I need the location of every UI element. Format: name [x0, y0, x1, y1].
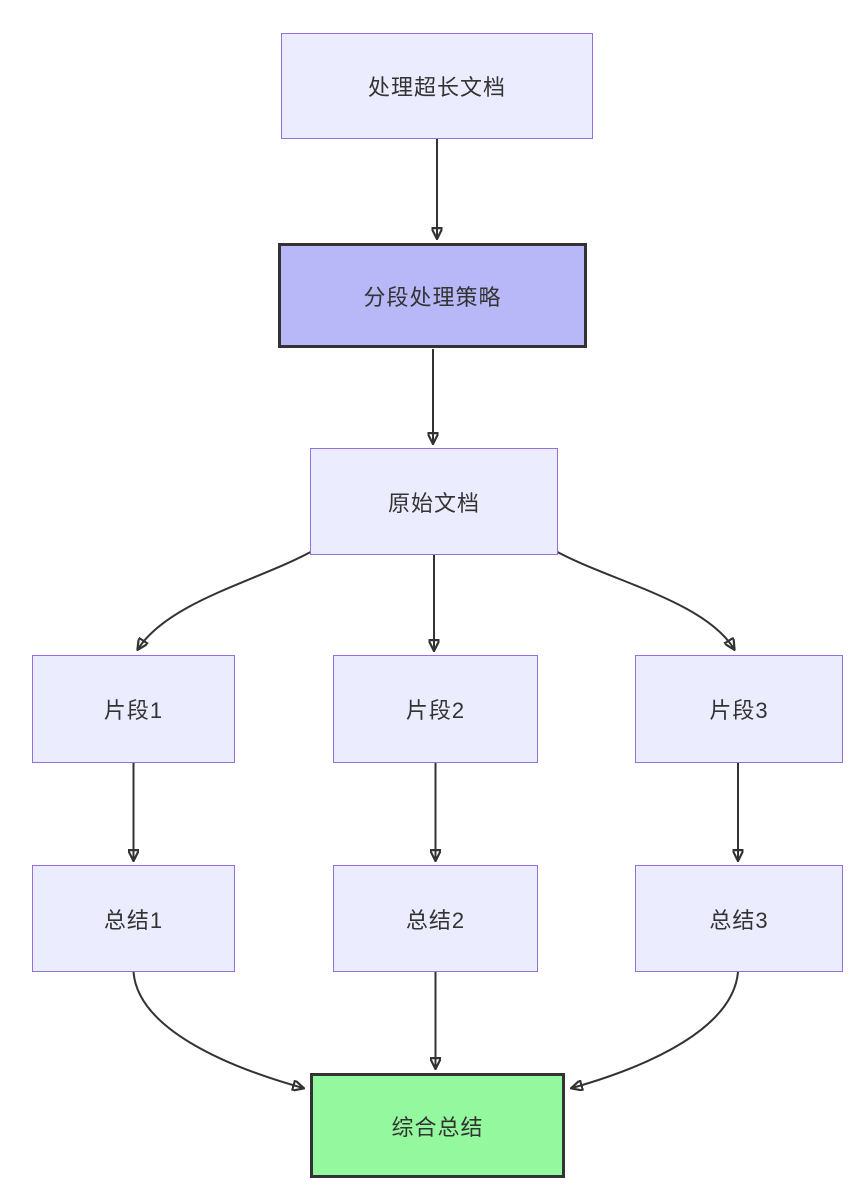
- edge-sum3-final: [572, 971, 739, 1088]
- node-summary-1: 总结1: [32, 865, 235, 972]
- edge-sum1-final: [132, 971, 304, 1088]
- edge-original-seg3: [551, 548, 734, 649]
- node-original-document: 原始文档: [310, 448, 558, 555]
- node-segmentation-strategy: 分段处理策略: [278, 243, 587, 348]
- node-segment-1: 片段1: [32, 655, 235, 763]
- node-segment-3: 片段3: [635, 655, 843, 763]
- node-summary-2: 总结2: [333, 865, 538, 972]
- node-combined-summary: 综合总结: [310, 1073, 565, 1178]
- node-segment-2: 片段2: [333, 655, 538, 763]
- node-summary-3: 总结3: [635, 865, 843, 972]
- edge-original-seg1: [138, 548, 317, 649]
- node-process-long-document: 处理超长文档: [281, 33, 593, 139]
